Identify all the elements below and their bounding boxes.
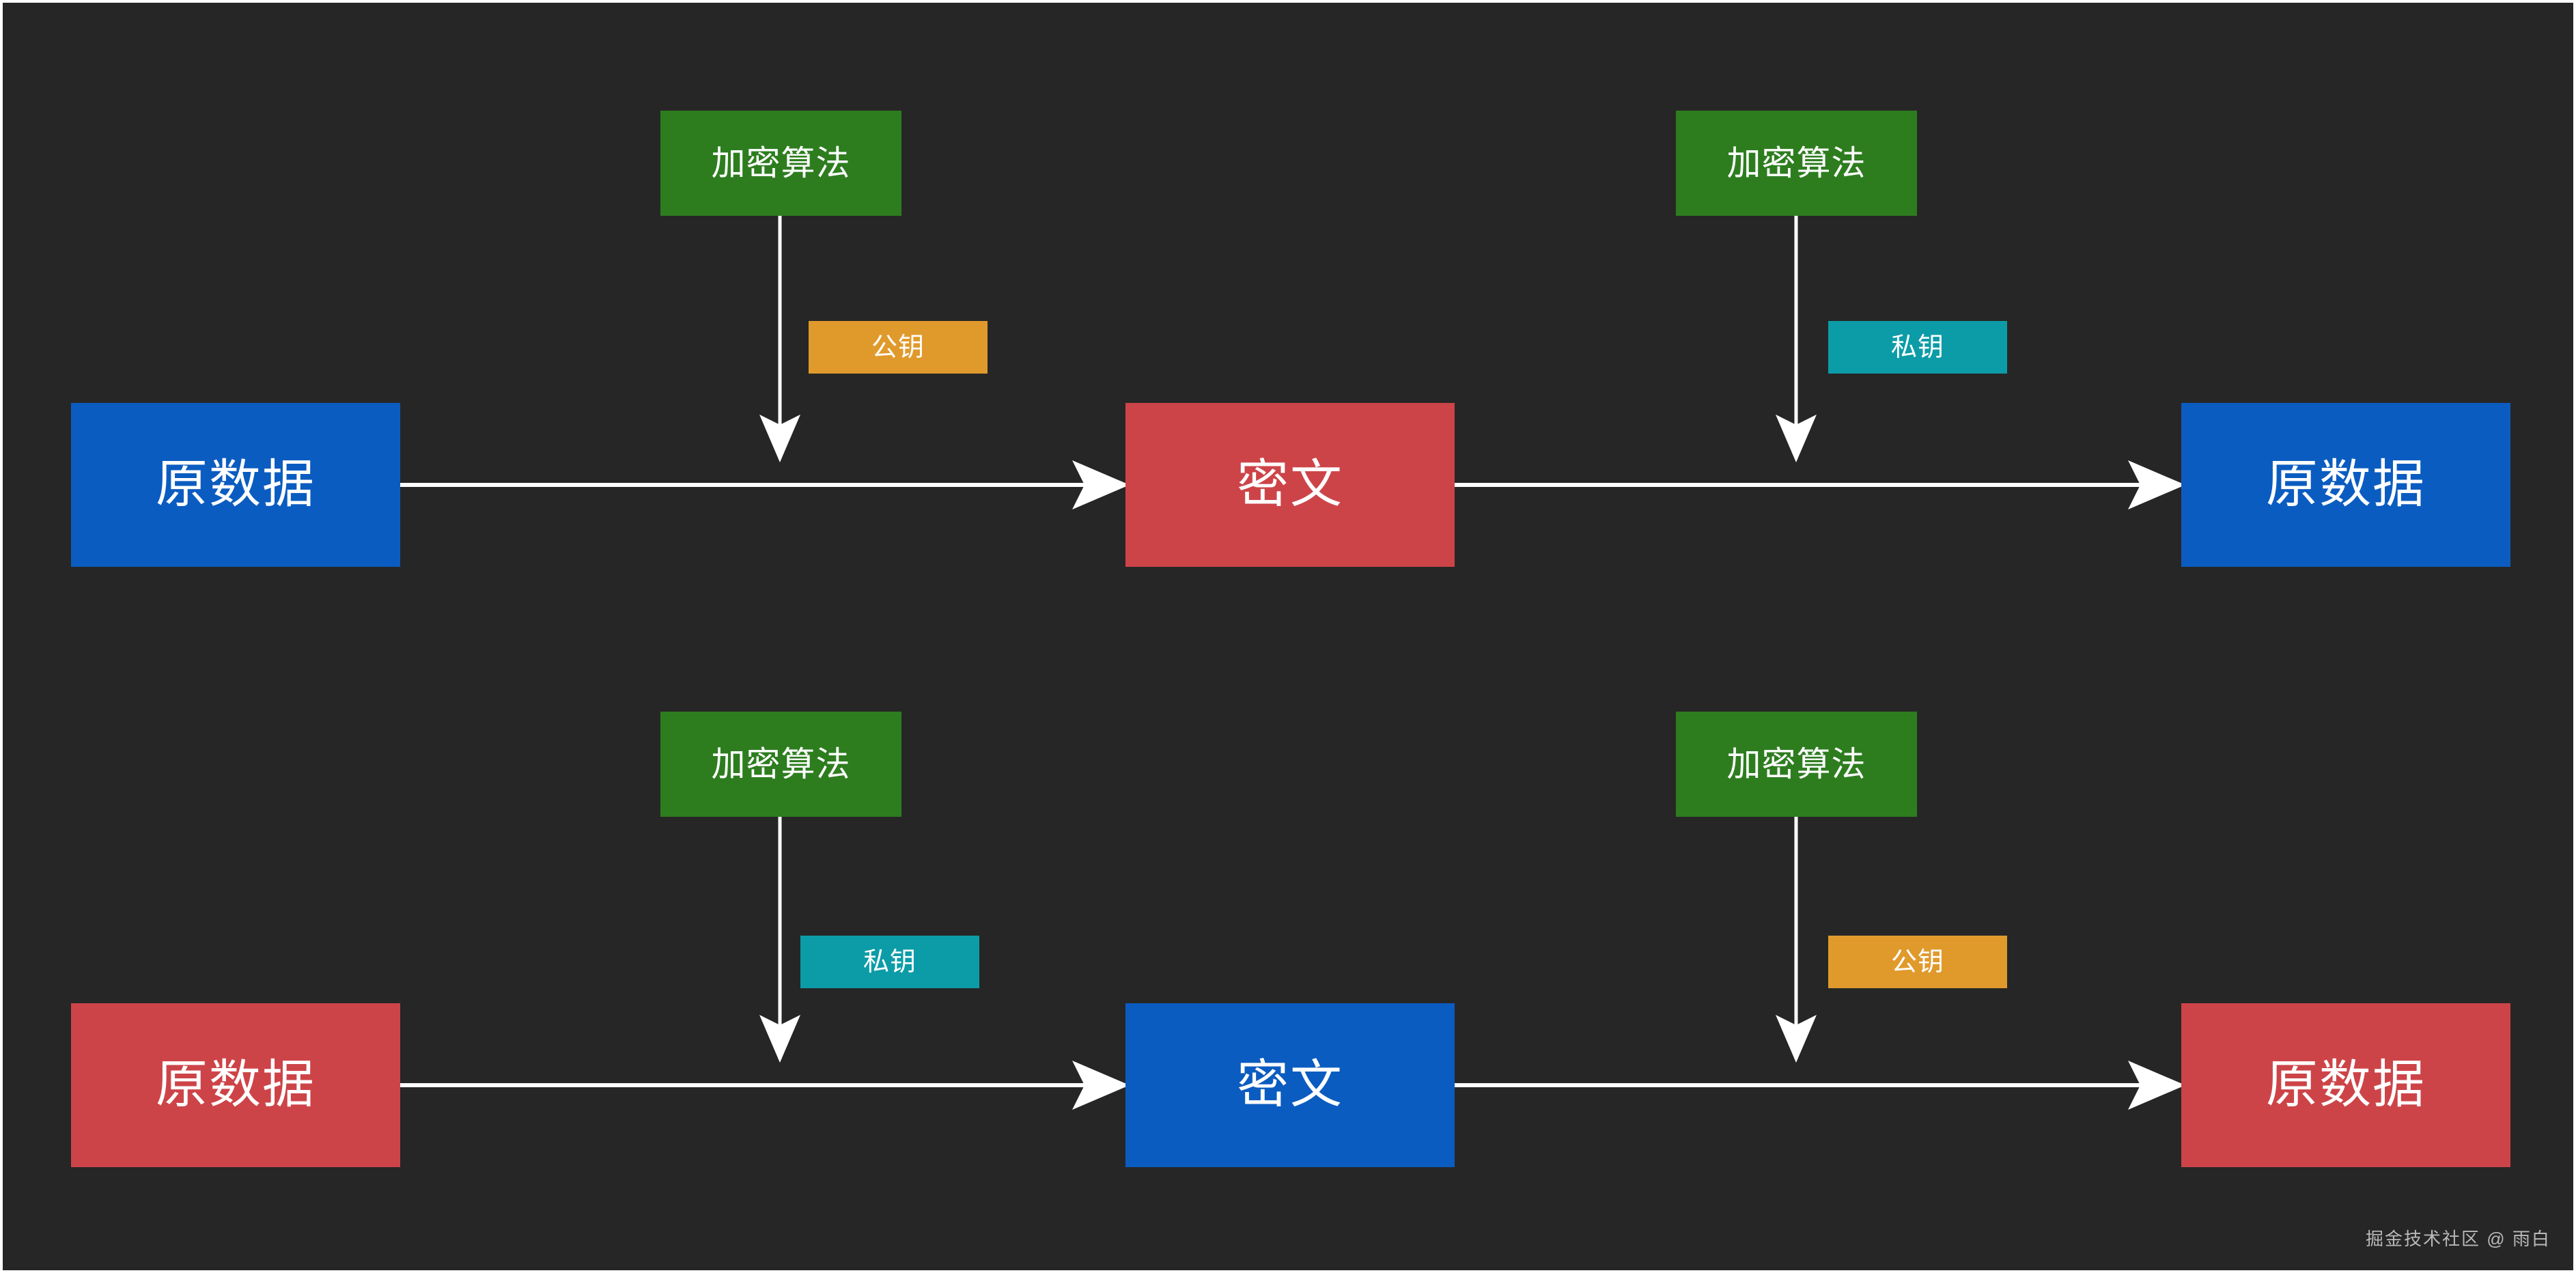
node-label: 原数据 <box>156 1056 316 1114</box>
watermark-credit: 掘金技术社区 @ 雨白 <box>2366 1229 2551 1249</box>
connector-layer <box>400 216 2185 1110</box>
node-r2-key-private: 私钥 <box>800 936 979 988</box>
node-r2-algorithm-left: 加密算法 <box>660 712 901 817</box>
node-r2-source: 原数据 <box>71 1003 400 1167</box>
node-label: 私钥 <box>863 947 916 977</box>
node-r1-key-public: 公钥 <box>809 321 988 374</box>
node-r1-result: 原数据 <box>2181 403 2510 567</box>
node-label: 加密算法 <box>1726 144 1866 182</box>
node-label: 公钥 <box>1890 947 1944 977</box>
node-label: 密文 <box>1237 456 1343 514</box>
node-r2-result: 原数据 <box>2181 1003 2510 1167</box>
node-label: 公钥 <box>871 333 925 362</box>
node-label: 私钥 <box>1890 333 1944 362</box>
node-label: 原数据 <box>2266 1056 2426 1114</box>
node-r1-cipher: 密文 <box>1125 403 1455 567</box>
node-r1-source: 原数据 <box>71 403 400 567</box>
node-r1-algorithm-right: 加密算法 <box>1676 111 1917 216</box>
node-label: 加密算法 <box>711 144 851 182</box>
node-label: 原数据 <box>2266 456 2426 514</box>
node-label: 原数据 <box>156 456 316 514</box>
node-r1-key-private: 私钥 <box>1828 321 2007 374</box>
node-label: 加密算法 <box>1726 745 1866 783</box>
node-r2-key-public: 公钥 <box>1828 936 2007 988</box>
node-r1-algorithm-left: 加密算法 <box>660 111 901 216</box>
node-r2-algorithm-right: 加密算法 <box>1676 712 1917 817</box>
node-label: 密文 <box>1237 1056 1343 1114</box>
node-r2-cipher: 密文 <box>1125 1003 1455 1167</box>
node-label: 加密算法 <box>711 745 851 783</box>
